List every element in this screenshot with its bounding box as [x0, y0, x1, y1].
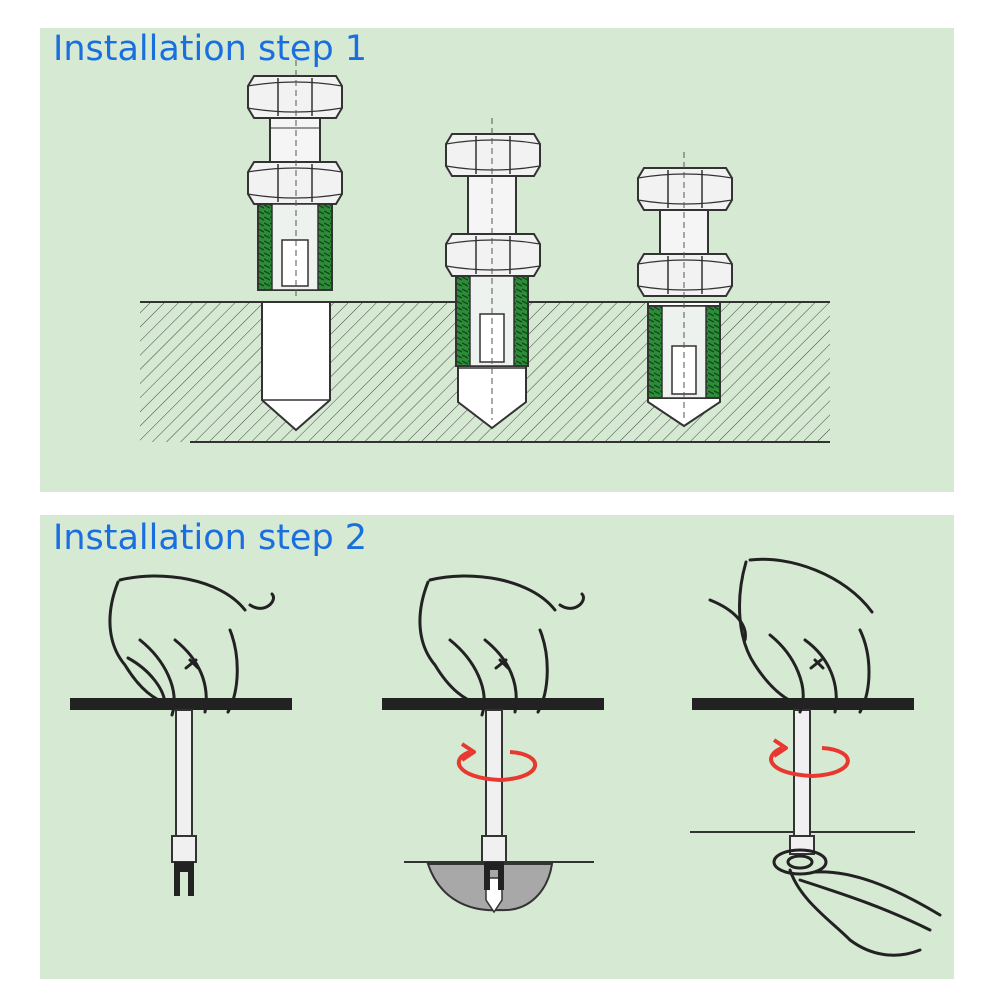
hand-icon	[108, 574, 275, 717]
hand-icon	[418, 574, 585, 717]
drilled-hole-icon	[261, 301, 331, 432]
hex-nut-icon	[637, 167, 733, 211]
rotation-arrow-icon	[456, 742, 538, 783]
bolt-assembly-1	[247, 60, 343, 300]
bolt-assembly-3	[637, 152, 733, 418]
step-2-title: Installation step 2	[53, 518, 368, 558]
hand-icon	[708, 557, 874, 714]
wrench-icon	[772, 848, 942, 957]
rotation-arrow-icon	[769, 738, 850, 779]
bolt-assembly-2	[445, 118, 541, 420]
hex-nut-icon	[445, 233, 541, 277]
hex-nut-icon	[247, 75, 343, 119]
step-1-title: Installation step 1	[53, 29, 368, 69]
t-handle-tool-icon	[382, 698, 604, 890]
hex-nut-icon	[637, 253, 733, 297]
hex-nut-icon	[445, 133, 541, 177]
hex-nut-icon	[247, 161, 343, 205]
t-handle-tool-icon	[70, 698, 292, 896]
